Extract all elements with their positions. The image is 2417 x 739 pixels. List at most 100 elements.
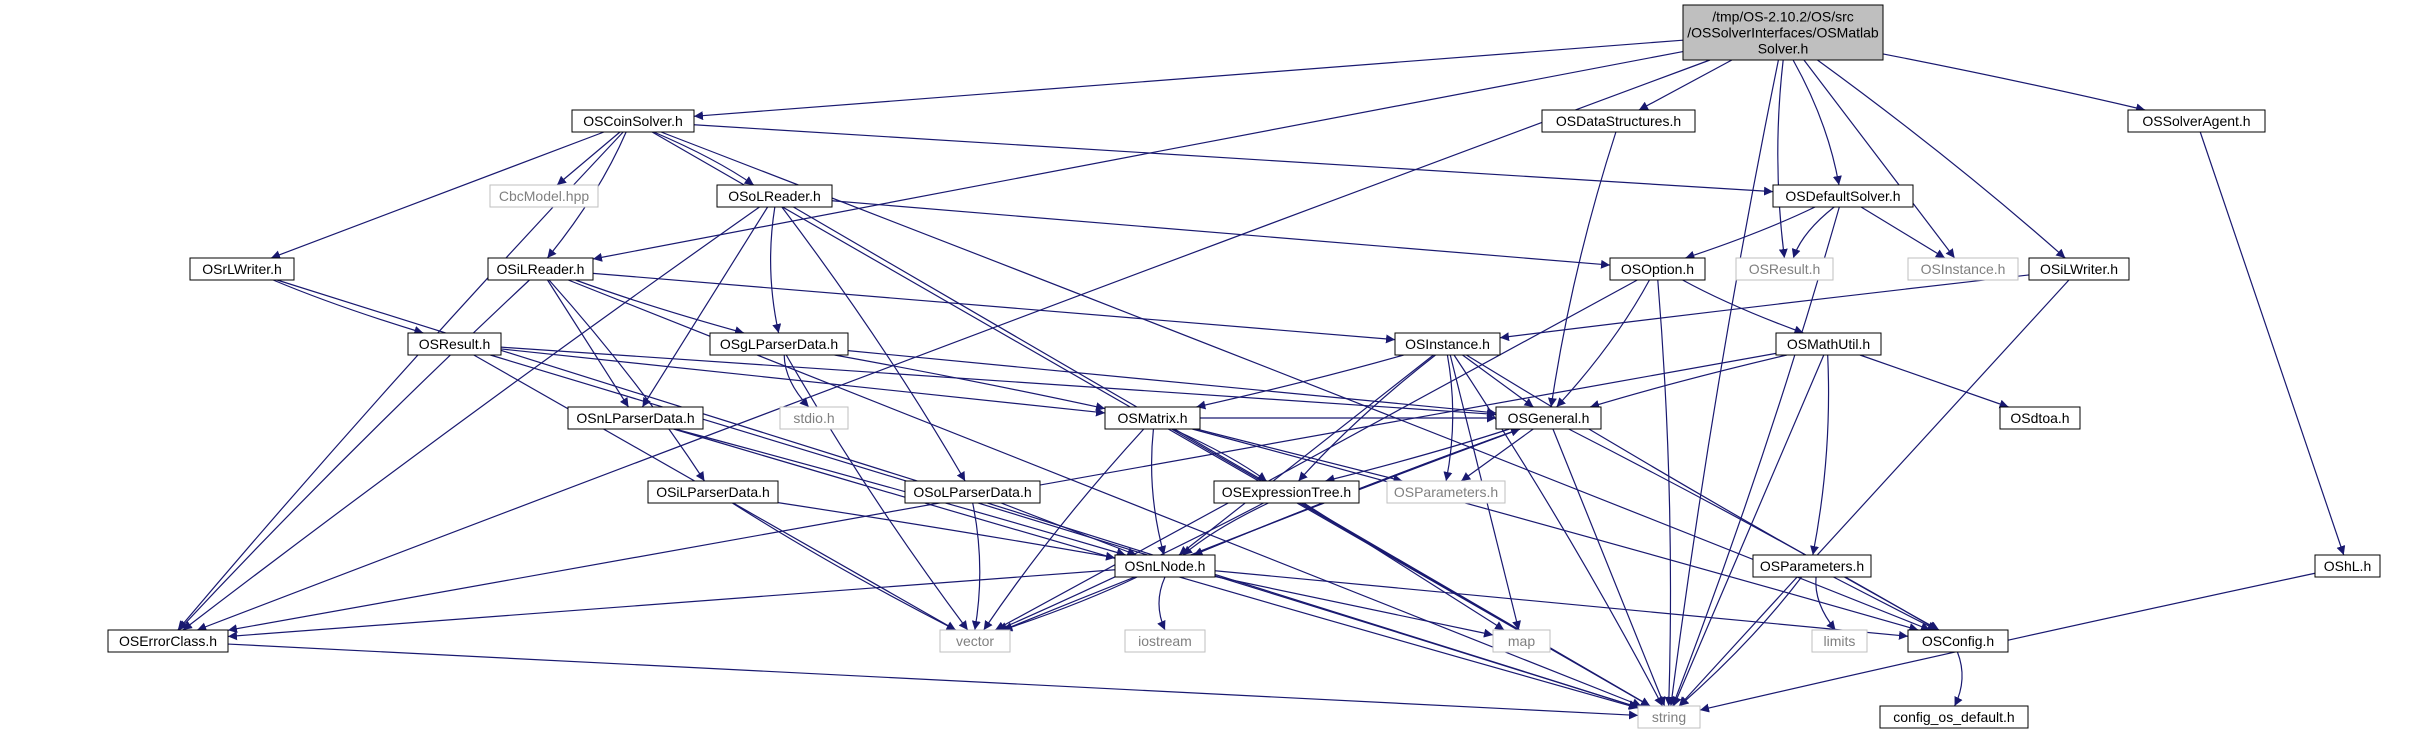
node-glparserdata[interactable]: OSgLParserData.h <box>709 332 849 356</box>
node-ilreader[interactable]: OSiLReader.h <box>487 257 594 281</box>
node-box-osconfig <box>1907 629 2009 653</box>
edge-solreader-to-errorclass <box>182 206 760 631</box>
node-label-osinstance_ext: OSInstance.h <box>1921 261 2006 277</box>
node-box-oshl <box>2314 554 2381 578</box>
edge-option-to-mathutil <box>1682 279 1804 335</box>
node-label-osparameters_ext: OSParameters.h <box>1394 484 1498 500</box>
edge-mathutil-to-general <box>1589 354 1788 409</box>
node-nlnode[interactable]: OSnLNode.h <box>1114 554 1216 578</box>
node-general[interactable]: OSGeneral.h <box>1495 406 1602 430</box>
node-exprtree[interactable]: OSExpressionTree.h <box>1213 480 1360 504</box>
node-box-datastructures <box>1541 109 1696 133</box>
node-ilwriter[interactable]: OSiLWriter.h <box>2028 257 2130 281</box>
node-defaultsolver[interactable]: OSDefaultSolver.h <box>1772 184 1914 208</box>
edge-mathutil-to-osparameters <box>1810 354 1830 556</box>
edge-solveragent-to-oshl <box>2199 131 2346 556</box>
node-box-osresult <box>407 332 502 356</box>
node-stdio: stdio.h <box>779 406 849 430</box>
node-box-ilparserdata <box>647 480 779 504</box>
edge-osinstance-to-general <box>1462 354 1534 408</box>
node-label-root: /tmp/OS-2.10.2/OS/src <box>1712 9 1854 25</box>
node-box-osresult_ext <box>1735 257 1834 281</box>
node-olparserdata[interactable]: OSoLParserData.h <box>904 480 1041 504</box>
node-box-solreader <box>716 184 833 208</box>
edge-rlwriter-to-osresult <box>272 279 424 335</box>
node-box-ilwriter <box>2028 257 2130 281</box>
node-osconfig[interactable]: OSConfig.h <box>1907 629 2009 653</box>
node-label-osconfig: OSConfig.h <box>1922 633 1994 649</box>
node-label-cbcmodel: CbcModel.hpp <box>499 188 589 204</box>
edge-osparameters-to-string <box>1679 576 1803 707</box>
node-box-nlparserdata <box>567 406 704 430</box>
edge-root-to-ilwriter <box>1817 59 2066 259</box>
node-osinstance[interactable]: OSInstance.h <box>1394 332 1501 356</box>
node-label-vector: vector <box>956 633 994 649</box>
node-mathutil[interactable]: OSMathUtil.h <box>1775 332 1882 356</box>
node-matrix[interactable]: OSMatrix.h <box>1104 406 1201 430</box>
node-box-dtoa <box>1999 406 2081 430</box>
edge-root-to-ilreader <box>592 50 1684 262</box>
node-label-configdefault: config_os_default.h <box>1893 709 2014 725</box>
edge-ilreader-to-ilparserdata <box>548 279 705 482</box>
edge-ilwriter-to-osinstance <box>1499 274 2030 342</box>
edge-osconfig-to-configdefault <box>1954 651 1963 707</box>
node-box-mathutil <box>1775 332 1882 356</box>
edge-coinsolver-to-cbcmodel <box>556 131 621 186</box>
edge-matrix-to-vector <box>983 428 1145 631</box>
edge-glparserdata-to-stdio <box>783 354 810 408</box>
node-box-olparserdata <box>904 480 1041 504</box>
node-datastructures[interactable]: OSDataStructures.h <box>1541 109 1696 133</box>
node-configdefault[interactable]: config_os_default.h <box>1879 705 2029 729</box>
edge-ilreader-to-nlparserdata <box>547 279 629 408</box>
node-box-rlwriter <box>189 257 295 281</box>
node-label-matrix: OSMatrix.h <box>1117 410 1187 426</box>
edge-root-to-defaultsolver <box>1792 59 1842 186</box>
node-osinstance_ext: OSInstance.h <box>1907 257 2019 281</box>
node-solveragent[interactable]: OSSolverAgent.h <box>2127 109 2266 133</box>
node-label-dtoa: OSdtoa.h <box>2010 410 2069 426</box>
node-box-osinstance_ext <box>1907 257 2019 281</box>
node-box-exprtree <box>1213 480 1360 504</box>
edge-nlnode-to-map <box>1214 575 1494 638</box>
edge-datastructures-to-general <box>1547 131 1617 408</box>
edge-root-to-solveragent <box>1882 53 2146 113</box>
edge-root-to-datastructures <box>1638 59 1733 111</box>
node-solreader[interactable]: OSoLReader.h <box>716 184 833 208</box>
node-layer: /tmp/OS-2.10.2/OS/src/OSSolverInterfaces… <box>107 4 2381 729</box>
edge-olparserdata-to-nlnode <box>1000 502 1137 556</box>
node-osparameters_ext: OSParameters.h <box>1386 480 1506 504</box>
node-box-coinsolver <box>571 109 695 133</box>
node-box-errorclass <box>107 629 229 653</box>
node-box-string <box>1637 705 1701 729</box>
node-oshl[interactable]: OShL.h <box>2314 554 2381 578</box>
node-osresult_ext: OSResult.h <box>1735 257 1834 281</box>
node-label-map: map <box>1508 633 1535 649</box>
node-dtoa[interactable]: OSdtoa.h <box>1999 406 2081 430</box>
node-root[interactable]: /tmp/OS-2.10.2/OS/src/OSSolverInterfaces… <box>1682 4 1884 61</box>
edge-mathutil-to-string <box>1673 354 1825 707</box>
edge-layer <box>177 39 2346 720</box>
node-errorclass[interactable]: OSErrorClass.h <box>107 629 229 653</box>
node-rlwriter[interactable]: OSrLWriter.h <box>189 257 295 281</box>
node-label-osresult_ext: OSResult.h <box>1749 261 1821 277</box>
node-osparameters[interactable]: OSParameters.h <box>1752 554 1872 578</box>
node-label-limits: limits <box>1824 633 1856 649</box>
node-label-solveragent: OSSolverAgent.h <box>2142 113 2250 129</box>
node-option[interactable]: OSOption.h <box>1609 257 1706 281</box>
edge-solreader-to-olparserdata <box>781 206 966 482</box>
edge-solreader-to-glparserdata <box>769 206 782 334</box>
node-box-option <box>1609 257 1706 281</box>
node-label-solreader: OSoLReader.h <box>728 188 821 204</box>
edge-glparserdata-to-general <box>847 350 1497 417</box>
node-limits: limits <box>1811 629 1868 653</box>
node-ilparserdata[interactable]: OSiLParserData.h <box>647 480 779 504</box>
edge-root-to-coinsolver <box>693 39 1684 121</box>
node-label-nlnode: OSnLNode.h <box>1125 558 1206 574</box>
node-nlparserdata[interactable]: OSnLParserData.h <box>567 406 704 430</box>
node-osresult[interactable]: OSResult.h <box>407 332 502 356</box>
node-coinsolver[interactable]: OSCoinSolver.h <box>571 109 695 133</box>
node-label-rlwriter: OSrLWriter.h <box>202 261 282 277</box>
node-label-mathutil: OSMathUtil.h <box>1787 336 1870 352</box>
node-box-solveragent <box>2127 109 2266 133</box>
